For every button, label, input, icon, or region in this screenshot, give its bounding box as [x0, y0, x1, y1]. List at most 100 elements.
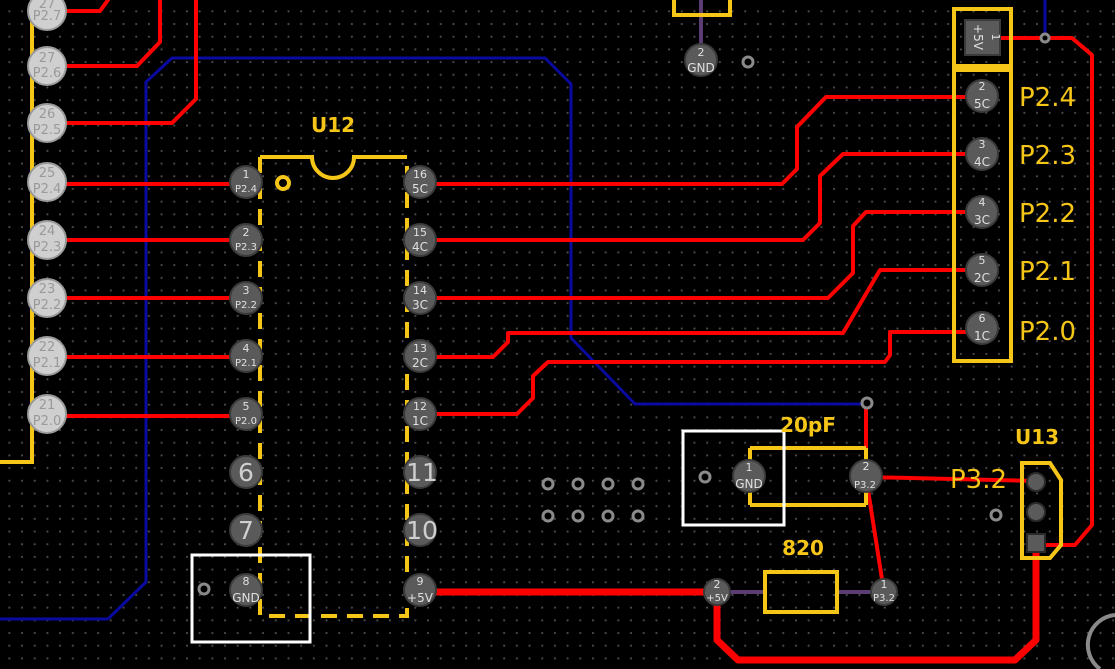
front-trace[interactable]	[45, 0, 198, 125]
silk-label[interactable]: P2.3	[1019, 141, 1076, 171]
capacitor-value[interactable]: 20pF	[780, 413, 836, 437]
front-trace[interactable]	[993, 36, 1094, 547]
silk-label[interactable]: P2.4	[1019, 83, 1076, 113]
pad-number: 11	[406, 458, 438, 487]
via[interactable]	[541, 477, 555, 491]
pad-number: 2	[863, 460, 870, 473]
power-trace[interactable]	[713, 541, 1040, 664]
u13-reference[interactable]: U13	[1015, 425, 1059, 449]
pad	[229, 513, 263, 547]
top-gnd-pad[interactable]: 2 GND	[684, 43, 718, 77]
front-trace[interactable]	[418, 210, 982, 300]
pad-number: 1	[881, 578, 888, 591]
pad-number: 1	[243, 168, 250, 181]
pad-net: P2.2	[33, 298, 62, 313]
via[interactable]	[571, 509, 585, 523]
pad-number: 15	[413, 226, 427, 239]
silk-label[interactable]: P2.1	[1019, 257, 1076, 287]
u12-pin[interactable]: 4P2.1	[229, 339, 263, 373]
pad	[403, 573, 437, 607]
u12-pin[interactable]: 1P2.4	[229, 165, 263, 199]
via[interactable]	[741, 55, 755, 69]
pad-number: 3	[243, 284, 250, 297]
connector-pin[interactable]: 34C	[965, 137, 999, 171]
u12-pin[interactable]: 2P2.3	[229, 223, 263, 257]
pad-number: 12	[413, 400, 427, 413]
via[interactable]	[631, 509, 645, 523]
pad-net: GND	[735, 477, 763, 491]
connector-pin[interactable]: 61C	[965, 311, 999, 345]
top-component-outline	[672, 0, 732, 17]
via[interactable]	[860, 396, 874, 410]
via[interactable]	[1039, 32, 1051, 44]
pad-net: P2.4	[235, 184, 257, 195]
connector-pin[interactable]: 1 +5V	[964, 19, 1002, 56]
back-trace[interactable]	[106, 56, 867, 621]
silk-label[interactable]: P2.0	[1019, 317, 1076, 347]
connector-pin[interactable]: 43C	[965, 195, 999, 229]
front-trace[interactable]	[45, 0, 162, 68]
via[interactable]	[698, 470, 712, 484]
u12-pin[interactable]: 6	[229, 455, 263, 489]
via[interactable]	[541, 509, 555, 523]
pad-net: P2.3	[235, 242, 257, 253]
selection-box[interactable]	[190, 553, 312, 644]
front-trace[interactable]	[418, 330, 982, 416]
u12-pin[interactable]: 9+5V	[403, 573, 437, 607]
u12-pin[interactable]: 10	[403, 513, 438, 547]
pad	[732, 459, 766, 493]
via[interactable]	[601, 509, 615, 523]
via[interactable]	[631, 477, 645, 491]
pad-number: 8	[243, 575, 250, 588]
u13-pad[interactable]	[1026, 502, 1046, 522]
via[interactable]	[197, 582, 211, 596]
capacitor-pad-2[interactable]: 2P3.2	[849, 459, 883, 493]
connector-pin[interactable]: 52C	[965, 253, 999, 287]
connector-pin[interactable]: 25C	[965, 79, 999, 113]
square-pad	[964, 19, 1001, 56]
connector-outline	[952, 68, 1013, 363]
pad	[27, 336, 67, 376]
silk-label[interactable]: P2.2	[1019, 199, 1076, 229]
via[interactable]	[571, 477, 585, 491]
u12-pin[interactable]: 3P2.2	[229, 281, 263, 315]
resistor-pad-2[interactable]: 2+5V	[703, 578, 731, 606]
u13-pad[interactable]	[1026, 472, 1046, 492]
resistor-pad-1[interactable]: 1P3.2	[870, 578, 898, 606]
selection-box[interactable]	[681, 429, 786, 527]
u13-square-pad[interactable]	[1026, 533, 1046, 553]
front-trace[interactable]	[418, 268, 982, 359]
u12-pin[interactable]: 11	[403, 455, 438, 489]
pad-number: 5	[979, 254, 986, 267]
via[interactable]	[989, 508, 1003, 522]
resistor-value[interactable]: 820	[782, 536, 824, 560]
front-trace[interactable]	[864, 475, 1038, 483]
u12-pin[interactable]: 5P2.0	[229, 397, 263, 431]
u12-reference[interactable]: U12	[311, 113, 355, 137]
pad	[229, 223, 263, 257]
front-trace[interactable]	[418, 152, 982, 242]
u13-net-label[interactable]: P3.2	[950, 465, 1007, 495]
front-trace[interactable]	[418, 95, 982, 186]
front-trace[interactable]	[864, 475, 886, 594]
via[interactable]	[601, 477, 615, 491]
u12-pin[interactable]: 7	[229, 513, 263, 547]
